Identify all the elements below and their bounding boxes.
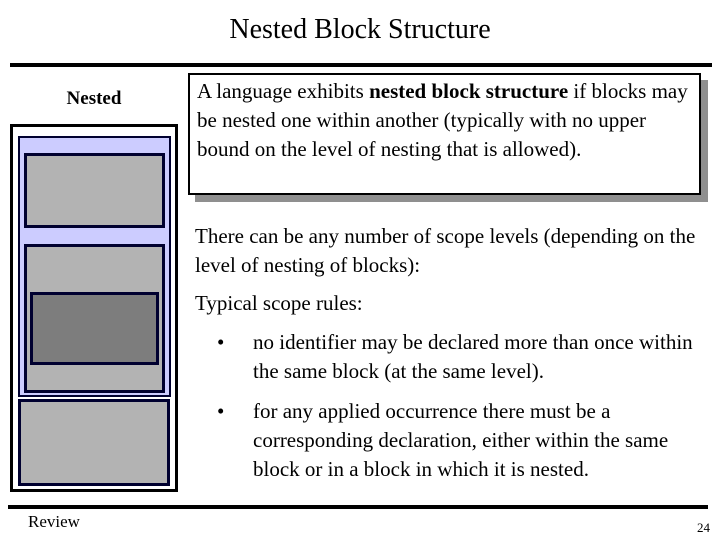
paragraph-scope-levels: There can be any number of scope levels … (195, 224, 696, 277)
footer-rule (8, 505, 708, 509)
footer-label: Review (28, 512, 80, 531)
bullet-item: • for any applied occurrence there must … (217, 397, 707, 484)
page-number: 24 (697, 520, 710, 535)
diagram-label: Nested (66, 88, 122, 109)
bullet-item: • no identifier may be declared more tha… (217, 328, 707, 386)
definition-text-post: if blocks may be nested one within anoth… (197, 79, 688, 161)
bullet-item-text: for any applied occurrence there must be… (253, 399, 669, 481)
definition-text-pre: A language exhibits (197, 79, 370, 103)
definition-box: A language exhibits nested block structu… (188, 73, 701, 195)
title-underline (10, 63, 712, 67)
definition-text-bold: nested block structure (369, 79, 569, 103)
bullet-icon: • (217, 330, 225, 354)
page-title: Nested Block Structure (229, 14, 491, 45)
bullet-icon: • (217, 399, 225, 423)
paragraph-scope-rules: Typical scope rules: (195, 291, 363, 315)
bullet-item-text: no identifier may be declared more than … (253, 330, 693, 383)
diagram-block-bottom (18, 399, 170, 486)
diagram-block-inner (30, 292, 159, 365)
diagram-block-top (24, 153, 165, 228)
